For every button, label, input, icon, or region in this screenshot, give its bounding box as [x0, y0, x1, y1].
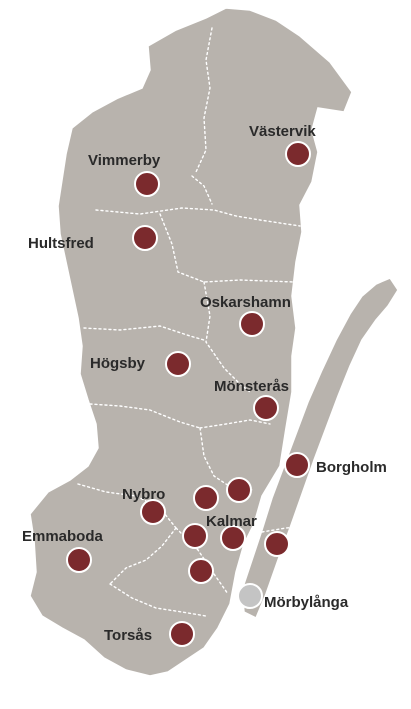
nybro-marker[interactable] [140, 499, 166, 525]
vimmerby-label[interactable]: Vimmerby [88, 152, 161, 169]
emmaboda-label[interactable]: Emmaboda [22, 528, 104, 545]
oskarshamn-marker[interactable] [239, 311, 265, 337]
kalmar-area-marker-5[interactable] [188, 558, 214, 584]
kalmar-marker[interactable] [220, 525, 246, 551]
morbylanga-label[interactable]: Mörbylånga [264, 594, 349, 611]
vimmerby-marker[interactable] [134, 171, 160, 197]
mainland-shape [29, 7, 353, 677]
vastervik-label[interactable]: Västervik [249, 123, 316, 140]
emmaboda-marker[interactable] [66, 547, 92, 573]
nybro-label[interactable]: Nybro [122, 486, 165, 503]
kalmar-label[interactable]: Kalmar [206, 513, 257, 530]
kalmar-area-marker-2[interactable] [226, 477, 252, 503]
torsas-label[interactable]: Torsås [104, 627, 152, 644]
municipality-markers [66, 141, 311, 647]
hogsby-marker[interactable] [165, 351, 191, 377]
kalmar-area-marker-1[interactable] [193, 485, 219, 511]
oskarshamn-label[interactable]: Oskarshamn [200, 294, 291, 311]
borgholm-marker[interactable] [284, 452, 310, 478]
hultsfred-label[interactable]: Hultsfred [28, 235, 94, 252]
torsas-marker[interactable] [169, 621, 195, 647]
morbylanga-marker[interactable] [237, 583, 263, 609]
municipality-labels: VästervikVimmerbyHultsfredOskarshamnHögs… [22, 123, 387, 644]
monsteras-marker[interactable] [253, 395, 279, 421]
borgholm-label[interactable]: Borgholm [316, 459, 387, 476]
vastervik-marker[interactable] [285, 141, 311, 167]
kalmar-area-marker-3[interactable] [182, 523, 208, 549]
monsteras-label[interactable]: Mönsterås [214, 378, 289, 395]
hultsfred-marker[interactable] [132, 225, 158, 251]
hogsby-label[interactable]: Högsby [90, 355, 146, 372]
kalmar-area-marker-4[interactable] [264, 531, 290, 557]
